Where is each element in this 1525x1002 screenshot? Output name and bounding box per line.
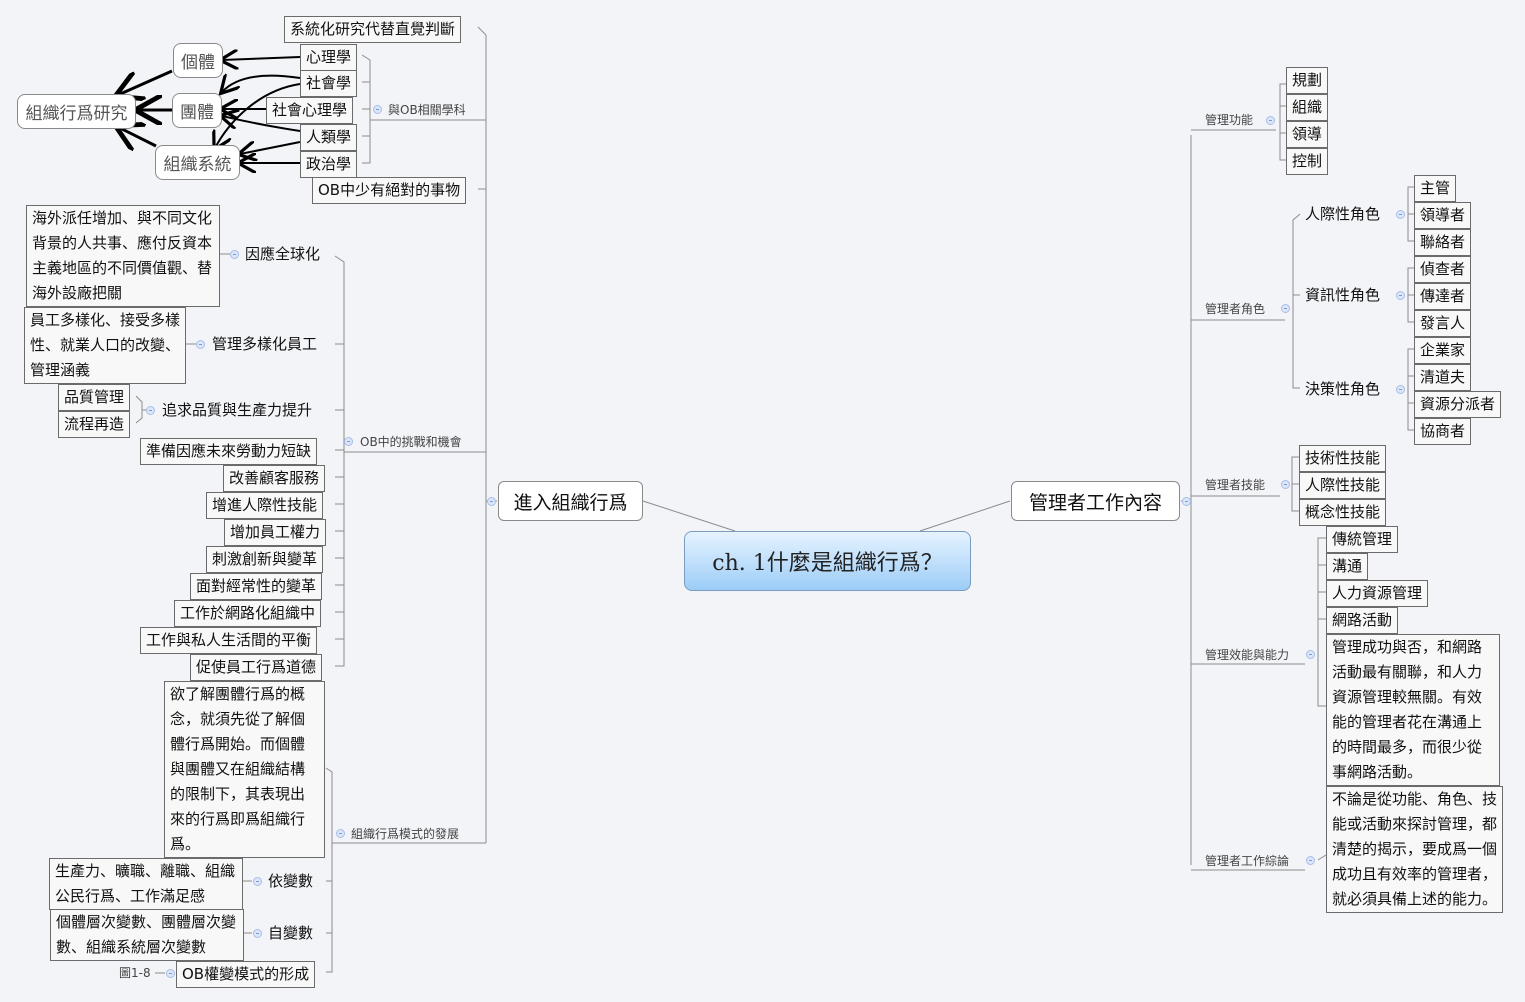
function-item[interactable]: 規劃 <box>1286 67 1329 94</box>
collapse-toggle-icon[interactable] <box>1396 291 1405 300</box>
level-group[interactable]: 團體 <box>172 93 222 128</box>
topic-manager-roles[interactable]: 管理者角色 <box>1205 302 1266 316</box>
collapse-toggle-icon[interactable] <box>1182 497 1191 506</box>
role-item[interactable]: 企業家 <box>1414 337 1472 364</box>
collapse-toggle-icon[interactable] <box>146 406 155 415</box>
role-item[interactable]: 傳達者 <box>1414 283 1472 310</box>
effectiveness-detail[interactable]: 管理成功與否，和網路活動最有關聯，和人力資源管理較無關。有效能的管理者花在溝通上… <box>1326 634 1500 786</box>
topic-no-absolutes[interactable]: OB中少有絕對的事物 <box>312 177 467 204</box>
role-item[interactable]: 協商者 <box>1414 418 1472 445</box>
topic-dependent-variable[interactable]: 依變數 <box>268 872 314 890</box>
collapse-toggle-icon[interactable] <box>253 877 262 886</box>
field-political-science[interactable]: 政治學 <box>300 151 358 178</box>
collapse-toggle-icon[interactable] <box>1281 304 1290 313</box>
topic-decisional-roles[interactable]: 決策性角色 <box>1305 380 1381 398</box>
summary-detail[interactable]: 不論是從功能、角色、技能或活動來探討管理，都清楚的揭示，要成爲一個成功且有效率的… <box>1326 786 1503 913</box>
topic-model-development[interactable]: 組織行爲模式的發展 <box>351 827 460 841</box>
role-item[interactable]: 領導者 <box>1414 202 1472 229</box>
topic-independent-variable[interactable]: 自變數 <box>268 924 314 942</box>
challenge-item[interactable]: 工作與私人生活間的平衡 <box>140 627 318 654</box>
topic-informational-roles[interactable]: 資訊性角色 <box>1305 286 1381 304</box>
collapse-toggle-icon[interactable] <box>1266 116 1275 125</box>
topic-challenges[interactable]: OB中的挑戰和機會 <box>360 435 462 449</box>
topic-ob-contingency-model[interactable]: OB權變模式的形成 <box>176 961 316 988</box>
figure-note: 圖1-8 <box>119 966 151 980</box>
function-item[interactable]: 領導 <box>1286 121 1329 148</box>
collapse-toggle-icon[interactable] <box>1396 385 1405 394</box>
collapse-toggle-icon[interactable] <box>1281 480 1290 489</box>
diversity-detail[interactable]: 員工多樣化、接受多樣性、就業人口的改變、管理涵義 <box>24 307 186 384</box>
effectiveness-item[interactable]: 溝通 <box>1326 553 1369 580</box>
challenge-item[interactable]: 促使員工行爲道德 <box>190 654 323 681</box>
field-psychology[interactable]: 心理學 <box>300 44 358 71</box>
globalization-detail[interactable]: 海外派任增加、與不同文化背景的人共事、應付反資本主義地區的不同價值觀、替海外設廠… <box>26 205 220 307</box>
central-topic[interactable]: ch. 1什麼是組織行爲？ <box>684 531 971 591</box>
challenge-item[interactable]: 面對經常性的變革 <box>190 573 323 600</box>
topic-enter-ob[interactable]: 進入組織行爲 <box>498 481 643 521</box>
ob-research[interactable]: 組織行爲研究 <box>17 94 136 129</box>
role-item[interactable]: 發言人 <box>1414 310 1472 337</box>
collapse-toggle-icon[interactable] <box>1306 856 1315 865</box>
challenge-item[interactable]: 準備因應未來勞動力短缺 <box>140 438 318 465</box>
collapse-toggle-icon[interactable] <box>196 340 205 349</box>
topic-work-summary[interactable]: 管理者工作綜論 <box>1205 854 1290 868</box>
level-label: 團體 <box>180 103 214 123</box>
topic-effectiveness[interactable]: 管理效能與能力 <box>1205 648 1290 662</box>
collapse-toggle-icon[interactable] <box>1306 650 1315 659</box>
collapse-toggle-icon[interactable] <box>230 250 239 259</box>
skill-item[interactable]: 技術性技能 <box>1299 445 1387 472</box>
quality-management[interactable]: 品質管理 <box>58 384 131 411</box>
topic-globalization[interactable]: 因應全球化 <box>245 245 321 263</box>
level-org-system[interactable]: 組織系統 <box>155 145 240 180</box>
collapse-toggle-icon[interactable] <box>373 105 382 114</box>
effectiveness-item[interactable]: 傳統管理 <box>1326 526 1399 553</box>
level-label: 個體 <box>181 53 215 73</box>
collapse-toggle-icon[interactable] <box>336 829 345 838</box>
collapse-toggle-icon[interactable] <box>344 437 353 446</box>
independent-detail[interactable]: 個體層次變數、團體層次變數、組織系統層次變數 <box>50 909 244 961</box>
topic-interpersonal-roles[interactable]: 人際性角色 <box>1305 205 1381 223</box>
effectiveness-item[interactable]: 人力資源管理 <box>1326 580 1429 607</box>
research-label: 組織行爲研究 <box>25 104 128 124</box>
topic-label: 進入組織行爲 <box>513 491 628 514</box>
challenge-item[interactable]: 改善顧客服務 <box>223 465 326 492</box>
collapse-toggle-icon[interactable] <box>487 497 496 506</box>
function-item[interactable]: 控制 <box>1286 148 1329 175</box>
topic-management-functions[interactable]: 管理功能 <box>1205 113 1254 127</box>
topic-diversity[interactable]: 管理多樣化員工 <box>212 335 318 353</box>
role-item[interactable]: 偵查者 <box>1414 256 1472 283</box>
challenge-item[interactable]: 工作於網路化組織中 <box>174 600 322 627</box>
role-item[interactable]: 主管 <box>1414 175 1457 202</box>
level-individual[interactable]: 個體 <box>173 43 223 78</box>
topic-quality[interactable]: 追求品質與生產力提升 <box>162 401 313 419</box>
role-item[interactable]: 資源分派者 <box>1414 391 1502 418</box>
field-sociology[interactable]: 社會學 <box>300 70 358 97</box>
field-social-psychology[interactable]: 社會心理學 <box>266 97 354 124</box>
collapse-toggle-icon[interactable] <box>253 929 262 938</box>
role-item[interactable]: 清道夫 <box>1414 364 1472 391</box>
topic-manager-skills[interactable]: 管理者技能 <box>1205 478 1266 492</box>
challenge-item[interactable]: 增加員工權力 <box>224 519 327 546</box>
model-detail[interactable]: 欲了解團體行爲的概念，就須先從了解個體行爲開始。而個體與團體又在組織結構的限制下… <box>164 681 325 858</box>
function-item[interactable]: 組織 <box>1286 94 1329 121</box>
topic-manager-work[interactable]: 管理者工作內容 <box>1011 481 1180 521</box>
challenge-item[interactable]: 刺激創新與變革 <box>206 546 324 573</box>
topic-systematic-research[interactable]: 系統化研究代替直覺判斷 <box>284 16 462 43</box>
collapse-toggle-icon[interactable] <box>166 969 175 978</box>
process-reengineering[interactable]: 流程再造 <box>58 411 131 438</box>
field-anthropology[interactable]: 人類學 <box>300 124 358 151</box>
role-item[interactable]: 聯絡者 <box>1414 229 1472 256</box>
dependent-detail[interactable]: 生產力、曠職、離職、組織公民行爲、工作滿足感 <box>49 858 243 910</box>
topic-related-fields[interactable]: 與OB相關學科 <box>388 103 466 117</box>
collapse-toggle-icon[interactable] <box>1396 210 1405 219</box>
central-topic-label: ch. 1什麼是組織行爲？ <box>712 551 943 576</box>
topic-label: 管理者工作內容 <box>1028 491 1162 514</box>
effectiveness-item[interactable]: 網路活動 <box>1326 607 1399 634</box>
skill-item[interactable]: 概念性技能 <box>1299 499 1387 526</box>
level-label: 組織系統 <box>163 155 232 175</box>
challenge-item[interactable]: 增進人際性技能 <box>206 492 324 519</box>
skill-item[interactable]: 人際性技能 <box>1299 472 1387 499</box>
